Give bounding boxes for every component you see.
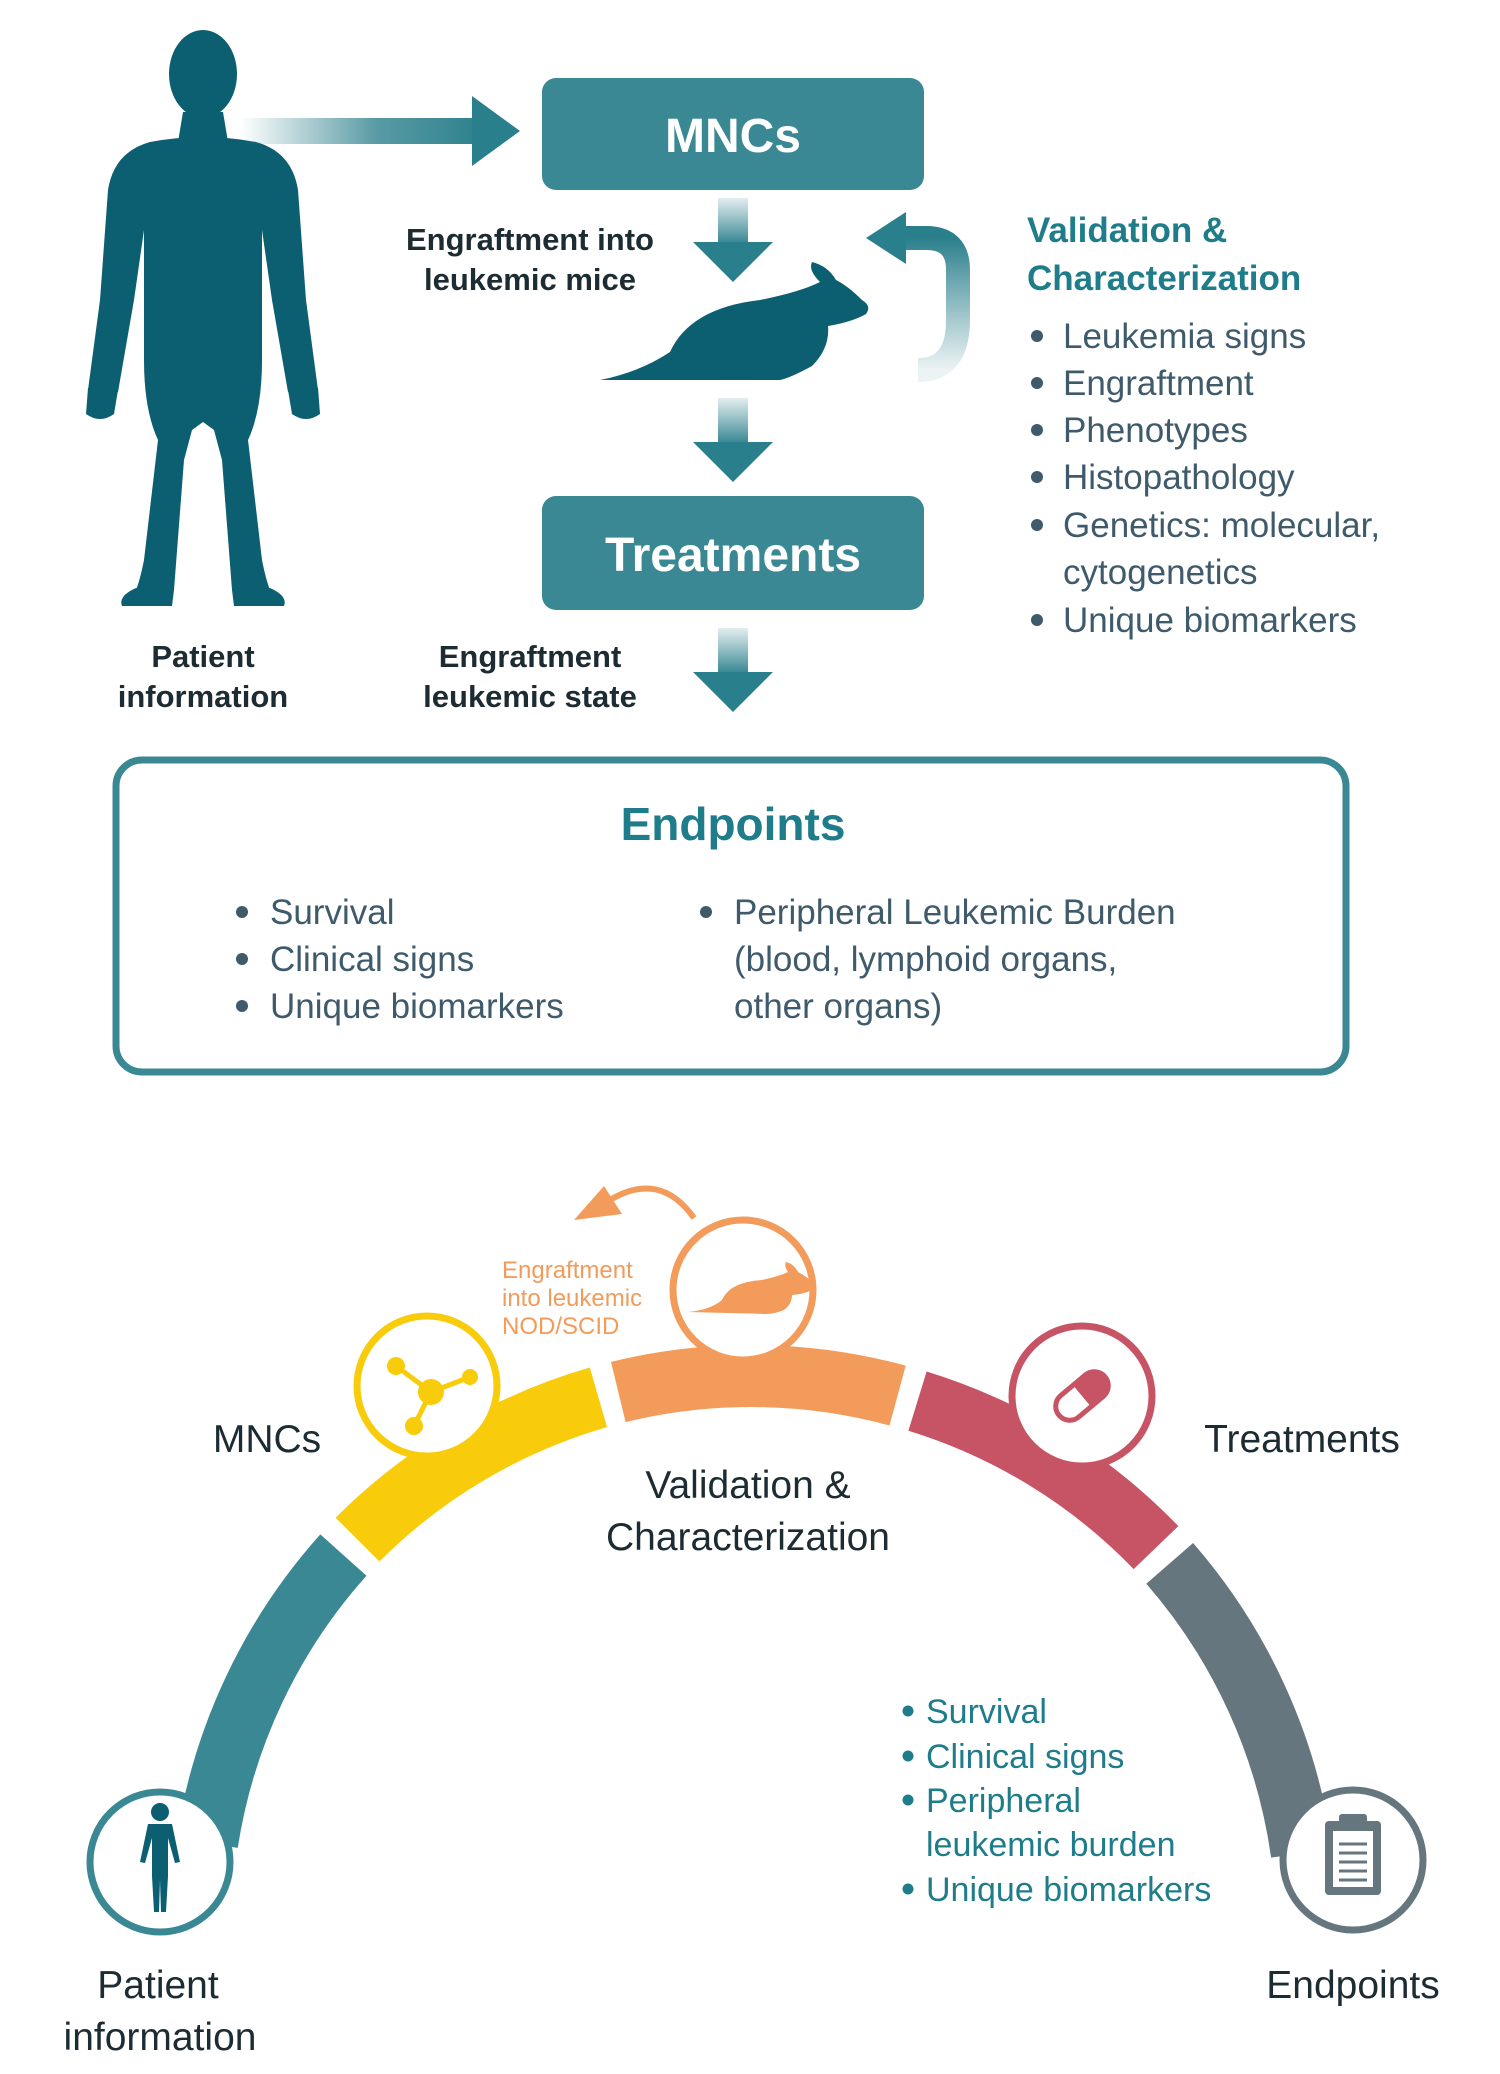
arc-segment-mncs <box>335 1367 608 1562</box>
arc-label-mncs: MNCs <box>213 1418 321 1461</box>
arc-label-treatments: Treatments <box>1204 1418 1400 1461</box>
list-bullet <box>236 906 248 918</box>
arrow-mouse-to-treatments <box>693 398 773 482</box>
molecule-icon <box>387 1357 478 1435</box>
list-item: Survival <box>270 893 394 932</box>
list-item: Clinical signs <box>270 940 474 979</box>
arc-label-validation-1: Validation & <box>645 1464 850 1507</box>
list-bullet <box>1031 424 1043 436</box>
arc-engraftment-label-2: into leukemic <box>502 1285 642 1312</box>
arc-label-patient-1: Patient <box>97 1964 219 2007</box>
mncs-box-label: MNCs <box>665 110 801 163</box>
arc-segments <box>176 1345 1333 1858</box>
validation-title-2: Characterization <box>1027 259 1301 298</box>
clipboard-icon <box>1325 1814 1381 1895</box>
arc-engraftment-label-3: NOD/SCID <box>502 1313 619 1340</box>
list-item: Engraftment <box>1063 364 1254 403</box>
arc-segment-endpoints <box>1146 1543 1333 1858</box>
arc-label-validation-2: Characterization <box>606 1516 890 1559</box>
list-item: Peripheral <box>926 1782 1081 1820</box>
list-bullet <box>1031 519 1043 531</box>
list-item-continuation: cytogenetics <box>1063 553 1258 592</box>
list-item: Clinical signs <box>926 1738 1124 1776</box>
engraftment-state-label-1: Engraftment <box>439 639 622 674</box>
list-bullet <box>1031 330 1043 342</box>
endpoints-box <box>112 756 1350 1076</box>
list-item: Genetics: molecular, <box>1063 506 1380 545</box>
engraftment-mice-label-1: Engraftment into <box>406 222 654 257</box>
list-bullet <box>902 1750 914 1762</box>
list-bullet <box>236 953 248 965</box>
list-item: Unique biomarkers <box>270 987 564 1026</box>
patient-info-label-1: Patient <box>151 639 254 674</box>
endpoints-left-list: Survival Clinical signs Unique biomarker… <box>236 893 564 1026</box>
feedback-arrow <box>866 212 970 382</box>
pill-icon <box>1053 1369 1111 1423</box>
patient-silhouette-icon <box>86 30 320 606</box>
endpoints-title: Endpoints <box>621 798 846 850</box>
list-item: Histopathology <box>1063 458 1295 497</box>
arc-engraftment-label-1: Engraftment <box>502 1257 633 1284</box>
arc-label-patient-2: information <box>64 2016 257 2059</box>
list-item: Leukemia signs <box>1063 317 1306 356</box>
arrow-treatments-to-endpoints <box>693 628 773 712</box>
list-bullet <box>902 1883 914 1895</box>
list-bullet <box>1031 614 1043 626</box>
list-bullet <box>902 1794 914 1806</box>
engraftment-state-label-2: leukemic state <box>423 679 637 714</box>
mouse-small-icon <box>688 1262 814 1314</box>
list-item-continuation: (blood, lymphoid organs, <box>734 940 1117 979</box>
list-item: Unique biomarkers <box>1063 601 1357 640</box>
arc-label-endpoints: Endpoints <box>1266 1964 1439 2007</box>
arrow-patient-to-mncs <box>240 96 520 166</box>
arrow-mncs-to-mouse <box>693 198 773 282</box>
list-bullet <box>1031 471 1043 483</box>
patient-info-label-2: information <box>118 679 289 714</box>
treatments-box <box>542 496 924 610</box>
list-item-continuation: leukemic burden <box>926 1826 1175 1864</box>
validation-list: Leukemia signs Engraftment Phenotypes Hi… <box>1031 317 1380 640</box>
list-bullet <box>236 1000 248 1012</box>
arc-segment-validation <box>610 1345 906 1426</box>
treatments-box-label: Treatments <box>605 529 861 582</box>
engraftment-mice-label-2: leukemic mice <box>424 262 636 297</box>
mouse-icon <box>600 262 869 380</box>
list-bullet <box>700 906 712 918</box>
list-bullet <box>1031 377 1043 389</box>
endpoints-right-list: Peripheral Leukemic Burden (blood, lymph… <box>700 893 1176 1026</box>
validation-title-1: Validation & <box>1027 211 1227 250</box>
arc-endpoints-list: Survival Clinical signs Peripheral leuke… <box>902 1693 1211 1909</box>
list-item: Phenotypes <box>1063 411 1248 450</box>
list-item-continuation: other organs) <box>734 987 942 1026</box>
list-item: Peripheral Leukemic Burden <box>734 893 1176 932</box>
list-bullet <box>902 1705 914 1717</box>
arc-segment-patient <box>176 1534 367 1849</box>
list-item: Unique biomarkers <box>926 1871 1211 1909</box>
list-item: Survival <box>926 1693 1047 1731</box>
mncs-box <box>542 78 924 190</box>
person-icon <box>140 1803 180 1912</box>
feedback-arrow-small <box>574 1185 697 1220</box>
